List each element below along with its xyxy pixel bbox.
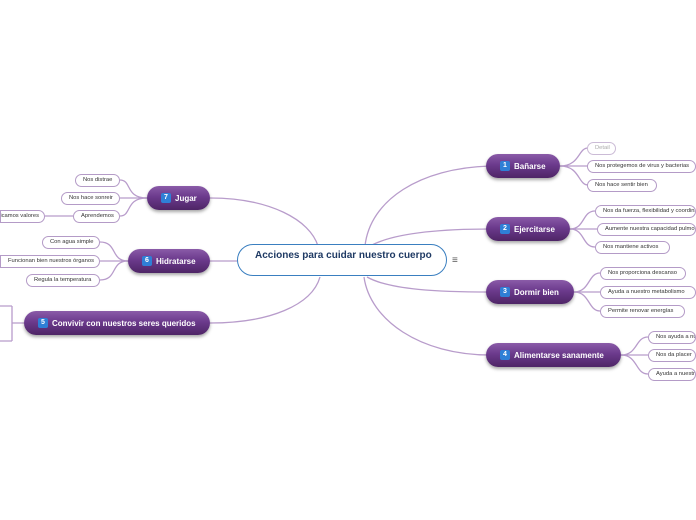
central-topic-title: Acciones para cuidar nuestro cuerpo bbox=[255, 250, 432, 261]
main-topic-banarse[interactable]: 1 Bañarse bbox=[486, 154, 560, 178]
subtopic[interactable]: Nos hace sonreir bbox=[61, 192, 120, 205]
main-topic-jugar[interactable]: 7 Jugar bbox=[147, 186, 210, 210]
main-topic-convivir[interactable]: 5 Convivir con nuestros seres queridos bbox=[24, 311, 210, 335]
subtopic[interactable]: Funcionan bien nuestros órganos bbox=[0, 255, 100, 268]
main-topic-label: Bañarse bbox=[514, 161, 546, 171]
subtopic[interactable]: Permite renovar energías bbox=[600, 305, 685, 318]
number-badge: 5 bbox=[38, 318, 48, 328]
subtopic[interactable]: Nos da fuerza, flexibilidad y coordinaci… bbox=[595, 205, 696, 218]
subtopic[interactable]: Aprendemos bbox=[73, 210, 120, 223]
subtopic[interactable]: Nos distrae bbox=[75, 174, 120, 187]
main-topic-label: Hidratarse bbox=[156, 256, 196, 266]
menu-icon[interactable]: ≡ bbox=[452, 255, 458, 266]
subtopic[interactable]: Nos proporciona descanso bbox=[600, 267, 686, 280]
subtopic[interactable]: Nos ayuda a nuestro crecimiento bbox=[648, 331, 696, 344]
subtopic[interactable]: Nos protegemos de virus y bacterias bbox=[587, 160, 696, 173]
subtopic[interactable]: Ayuda a nuestro metabolismo bbox=[600, 286, 696, 299]
number-badge: 2 bbox=[500, 224, 510, 234]
number-badge: 4 bbox=[500, 350, 510, 360]
main-topic-label: Alimentarse sanamente bbox=[514, 350, 604, 360]
number-badge: 6 bbox=[142, 256, 152, 266]
subtopic[interactable]: Regula la temperatura bbox=[26, 274, 100, 287]
subtopic[interactable]: Practicamos valores bbox=[0, 210, 45, 223]
number-badge: 7 bbox=[161, 193, 171, 203]
subtopic[interactable]: Ayuda a nuestro desarrollo bbox=[648, 368, 696, 381]
subtopic[interactable]: Con agua simple bbox=[42, 236, 100, 249]
main-topic-hidratarse[interactable]: 6 Hidratarse bbox=[128, 249, 210, 273]
main-topic-dormir-bien[interactable]: 3 Dormir bien bbox=[486, 280, 574, 304]
subtopic[interactable]: Aumente nuestra capacidad pulmonar bbox=[597, 223, 696, 236]
main-topic-ejercitarse[interactable]: 2 Ejercitarse bbox=[486, 217, 570, 241]
subtopic[interactable]: Nos mantiene activos bbox=[595, 241, 670, 254]
main-topic-label: Convivir con nuestros seres queridos bbox=[52, 318, 196, 328]
main-topic-label: Jugar bbox=[175, 193, 197, 203]
main-topic-label: Dormir bien bbox=[514, 287, 559, 297]
number-badge: 3 bbox=[500, 287, 510, 297]
main-topic-label: Ejercitarse bbox=[514, 224, 555, 234]
number-badge: 1 bbox=[500, 161, 510, 171]
main-topic-alimentarse-sanamente[interactable]: 4 Alimentarse sanamente bbox=[486, 343, 621, 367]
central-topic[interactable]: Acciones para cuidar nuestro cuerpo bbox=[237, 244, 447, 276]
subtopic[interactable]: Nos da placer bbox=[648, 349, 696, 362]
subtopic[interactable]: Nos hace sentir bien bbox=[587, 179, 657, 192]
subtopic-detail[interactable]: Detail bbox=[587, 142, 616, 155]
